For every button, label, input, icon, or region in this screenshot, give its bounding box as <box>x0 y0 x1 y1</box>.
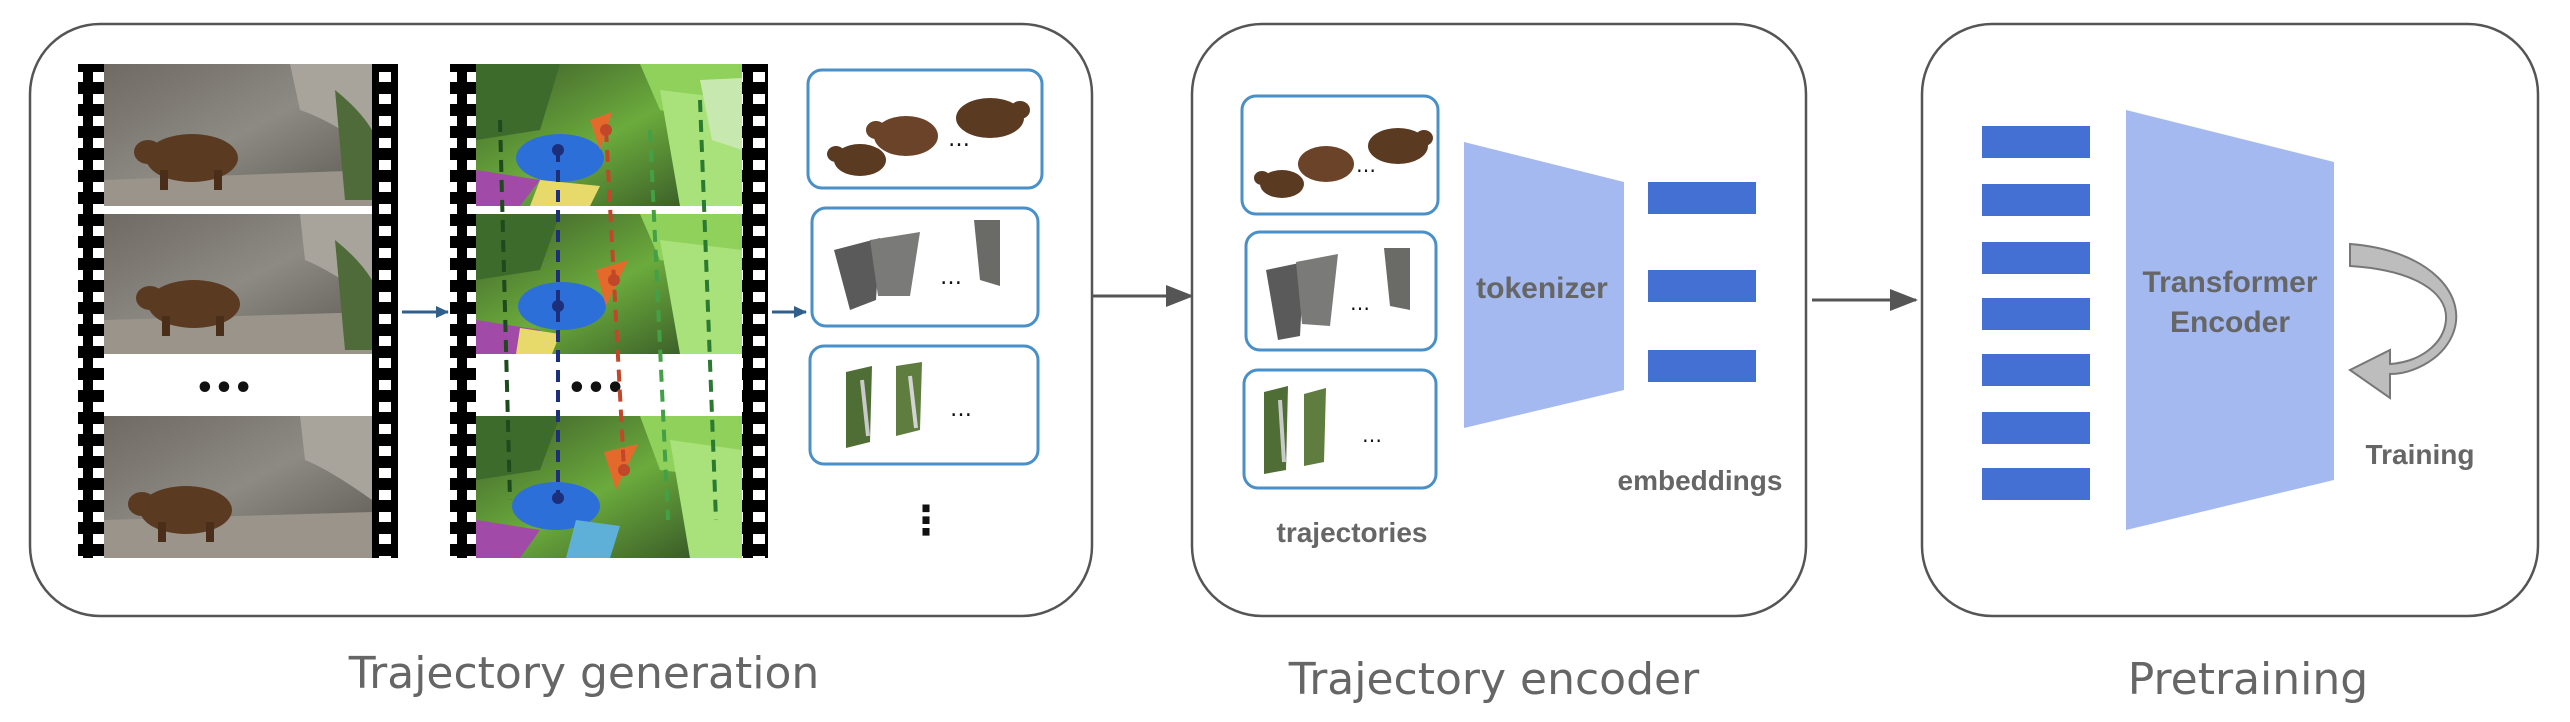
more-crops-ellipsis: ⋮ <box>906 498 946 544</box>
bear-trajectory-crop: … <box>1240 94 1440 216</box>
video-frame-3 <box>104 416 372 558</box>
stage-caption-trajectory-generation: Trajectory generation <box>348 648 820 699</box>
input-token <box>1982 184 2090 216</box>
rock-trajectory-crop: … <box>1244 230 1438 352</box>
crop-ellipsis: … <box>948 127 970 152</box>
crop-ellipsis: … <box>950 397 972 422</box>
stage-caption-trajectory-encoder: Trajectory encoder <box>1288 654 1700 705</box>
embeddings-label: embeddings <box>1618 465 1783 496</box>
bear-trajectory-crop: … <box>806 68 1044 190</box>
crop-ellipsis: … <box>1356 153 1376 177</box>
segmentation-frame-2 <box>476 214 742 354</box>
input-token <box>1982 468 2090 500</box>
crop-ellipsis: … <box>940 265 962 290</box>
trajectory-lines <box>498 99 718 521</box>
training-label: Training <box>2366 439 2475 470</box>
segments-ellipsis: ••• <box>567 371 625 406</box>
input-token <box>1982 412 2090 444</box>
tokenizer-label: tokenizer <box>1476 272 1608 305</box>
transformer-label-line1: Transformer <box>2142 266 2317 299</box>
crop-ellipsis: … <box>1362 423 1382 447</box>
trajectory-crops-column: … … … ⋮ <box>806 68 1044 544</box>
trajectories-label: trajectories <box>1277 517 1428 548</box>
input-token <box>1982 126 2090 158</box>
embedding-tokens <box>1648 182 1756 382</box>
stage-caption-pretraining: Pretraining <box>2128 654 2368 705</box>
video-frames-filmstrip: ••• <box>78 64 398 558</box>
transformer-encoder-trapezoid <box>2126 110 2334 530</box>
tokenizer-trapezoid <box>1464 142 1624 428</box>
input-tokens <box>1982 126 2090 500</box>
rock-trajectory-crop: … <box>810 206 1040 328</box>
crop-ellipsis: … <box>1350 291 1370 315</box>
plant-trajectory-crop: … <box>808 344 1040 466</box>
segmentation-filmstrip: ••• <box>450 64 768 558</box>
embedding-token <box>1648 182 1756 214</box>
training-loop-arrow <box>2348 242 2458 400</box>
plant-trajectory-crop: … <box>1242 368 1438 490</box>
transformer-label-line2: Encoder <box>2170 306 2290 339</box>
video-frame-1 <box>104 64 372 206</box>
segmentation-frame-3 <box>476 416 742 558</box>
embedding-token <box>1648 270 1756 302</box>
trajectories-stack: … … … <box>1240 94 1440 490</box>
input-token <box>1982 242 2090 274</box>
input-token <box>1982 354 2090 386</box>
video-frame-2 <box>104 214 372 354</box>
embedding-token <box>1648 350 1756 382</box>
frames-ellipsis: ••• <box>195 371 253 406</box>
input-token <box>1982 298 2090 330</box>
